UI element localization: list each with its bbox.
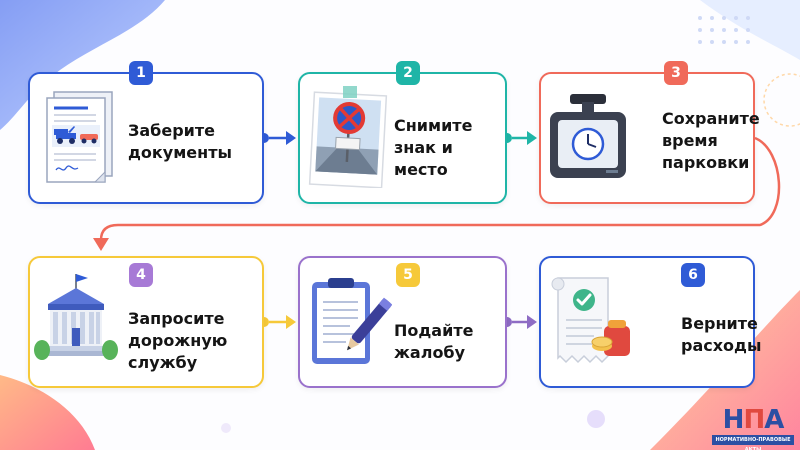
step-badge-2: 2: [396, 61, 420, 85]
dot-small: [221, 423, 231, 433]
dashcam-clock-icon: [550, 94, 626, 178]
npa-logo: НПА НОРМАТИВНО-ПРАВОВЫЕ АКТЫ: [712, 405, 794, 450]
step-text-2: Снимите знак и место: [394, 116, 473, 179]
documents-icon: [46, 91, 113, 183]
step-text-3: Сохраните время парковки: [662, 109, 760, 172]
blob-top-left: [0, 0, 165, 130]
logo-subtitle: НОРМАТИВНО-ПРАВОВЫЕ АКТЫ: [712, 435, 794, 450]
connector-4-5: [259, 315, 296, 329]
blob-bottom-left: [0, 375, 95, 450]
government-building-icon: [34, 274, 118, 360]
connector-2-3: [502, 131, 537, 145]
blob-bottom-right: [650, 290, 800, 450]
step-text-6: Верните расходы: [681, 314, 762, 355]
connector-5-6: [502, 315, 537, 329]
step-badge-3: 3: [664, 61, 688, 85]
ring-right: [763, 73, 800, 127]
dot-grid: [698, 16, 750, 44]
step-badge-6: 6: [681, 263, 705, 287]
step-badge-1: 1: [129, 61, 153, 85]
logo-letters: НПА: [722, 405, 785, 435]
step-text-5: Подайте жалобу: [394, 321, 474, 362]
clipboard-complaint-icon: [312, 278, 392, 364]
road-sign-photo-icon: [308, 86, 388, 188]
connector-1-2: [259, 131, 296, 145]
step-text-4: Запросите дорожную службу: [128, 309, 228, 372]
step-text-1: Заберите документы: [128, 121, 232, 162]
receipt-refund-icon: [551, 277, 630, 364]
connector-3-4: [93, 136, 781, 251]
step-badge-5: 5: [396, 263, 420, 287]
dot-large: [587, 410, 605, 428]
step-badge-4: 4: [129, 263, 153, 287]
